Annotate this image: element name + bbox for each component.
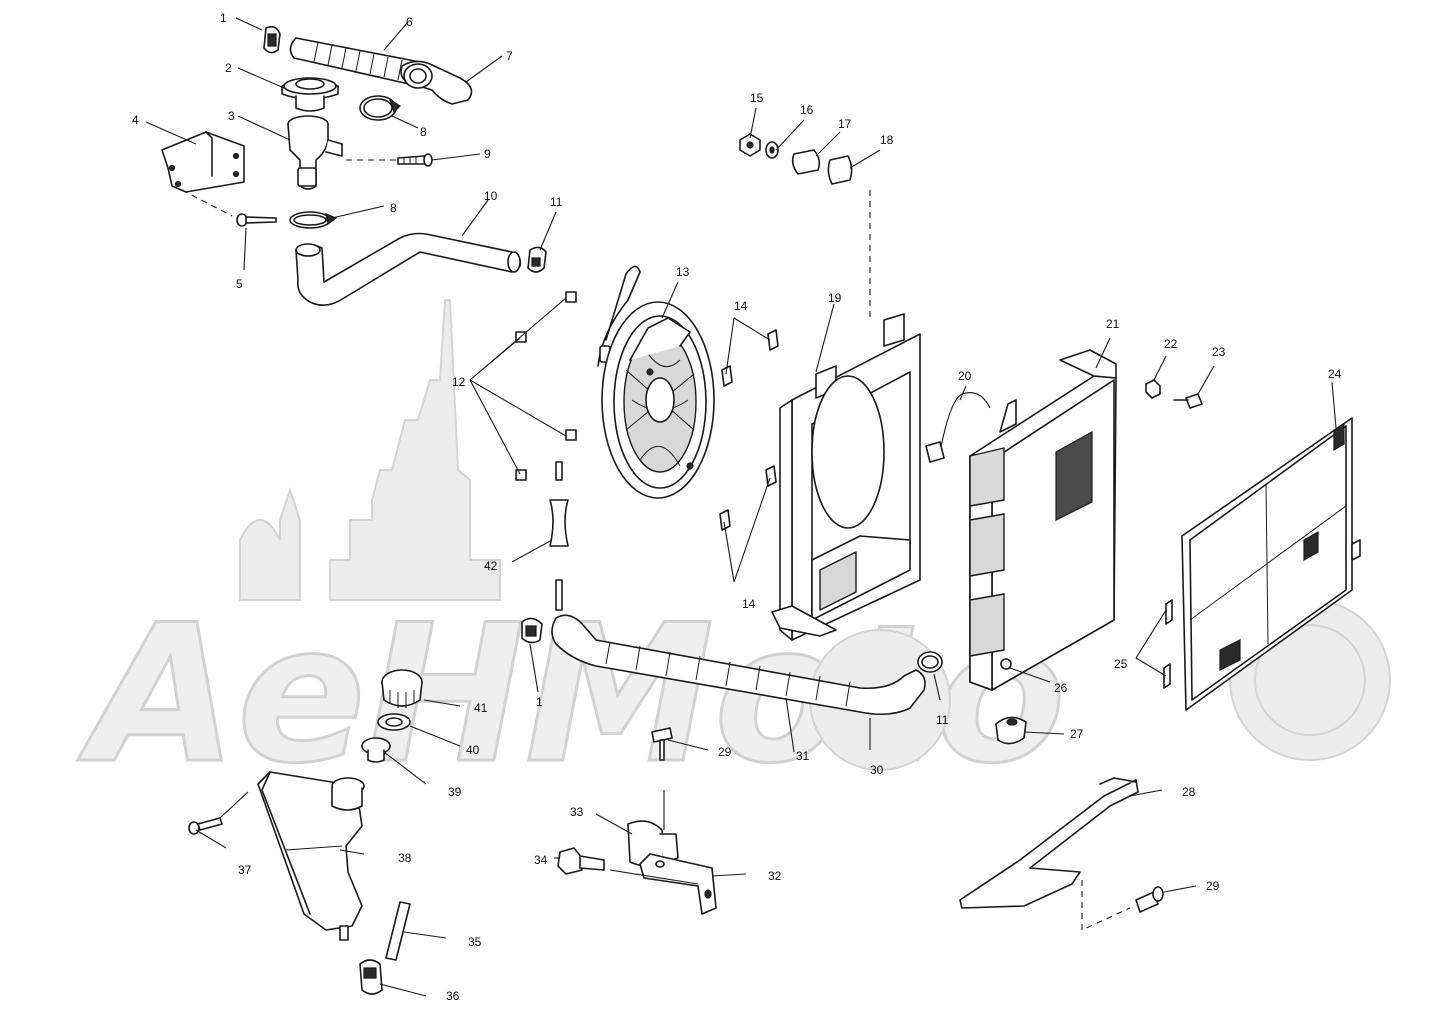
callout-14-lower: 14 <box>742 597 756 611</box>
part-40-washer <box>377 713 411 731</box>
part-21-radiator-core <box>969 349 1117 691</box>
part-2-radiator-cap <box>281 77 339 112</box>
callout-27: 27 <box>1070 727 1084 741</box>
part-27-grommet <box>995 716 1027 745</box>
part-8-hose-clamp-upper <box>359 95 401 121</box>
callout-16: 16 <box>800 103 814 117</box>
callout-6: 6 <box>406 15 413 29</box>
callout-28: 28 <box>1182 785 1196 799</box>
callout-35: 35 <box>468 935 482 949</box>
part-1-clamp-top <box>263 26 281 54</box>
callout-29-upper: 29 <box>718 745 732 759</box>
callout-26: 26 <box>1054 681 1068 695</box>
callout-32: 32 <box>768 869 782 883</box>
part-31-lower-radiator-hose <box>551 614 926 716</box>
callout-11-lower: 11 <box>936 713 949 727</box>
callout-11-upper: 11 <box>550 195 563 209</box>
callout-23: 23 <box>1212 345 1226 359</box>
callout-19: 19 <box>828 291 842 305</box>
callout-18: 18 <box>880 133 894 147</box>
callout-5: 5 <box>236 277 243 291</box>
part-1-clamp-lower <box>521 617 543 644</box>
callout-42: 42 <box>484 559 498 573</box>
part-4-mounting-bracket <box>161 131 245 193</box>
part-29-screw-lower <box>1081 880 1164 931</box>
callout-39: 39 <box>448 785 462 799</box>
part-18-spacer <box>827 155 853 185</box>
callout-15: 15 <box>750 91 764 105</box>
callout-1-lower: 1 <box>536 695 543 709</box>
part-11-clamp-lower <box>917 651 943 673</box>
callout-4: 4 <box>132 113 139 127</box>
part-23-bolt <box>1173 393 1203 409</box>
callout-12: 12 <box>452 375 466 389</box>
part-7-elbow-hose <box>400 60 473 105</box>
part-14-clips <box>719 329 779 531</box>
callout-31: 31 <box>796 749 810 763</box>
callout-2: 2 <box>225 61 232 75</box>
callout-22: 22 <box>1164 337 1178 351</box>
callout-36: 36 <box>446 989 460 1003</box>
part-42-bleed-valve <box>549 461 569 611</box>
callout-38: 38 <box>398 851 412 865</box>
part-17-grommet <box>791 149 821 175</box>
callout-14-upper: 14 <box>734 299 748 313</box>
callout-41: 41 <box>474 701 488 715</box>
part-16-washer <box>765 141 779 159</box>
part-8-hose-clamp-lower <box>289 211 338 229</box>
part-39-gasket <box>361 737 391 763</box>
leader-lines <box>145 17 1337 997</box>
part-13-cooling-fan <box>597 265 715 499</box>
callout-33: 33 <box>570 805 584 819</box>
callout-24: 24 <box>1328 367 1342 381</box>
callout-1: 1 <box>220 11 227 25</box>
part-3-filler-neck <box>287 115 343 190</box>
part-12-screws <box>515 291 577 481</box>
callout-9: 9 <box>484 147 491 161</box>
callout-numbers: 1 2 3 4 5 6 7 8 8 9 10 11 11 12 13 14 14… <box>132 11 1342 1003</box>
part-20-temperature-sensor <box>925 392 991 463</box>
part-24-radiator-screen <box>1181 417 1361 711</box>
part-41-reservoir-cap <box>381 669 423 708</box>
callout-20: 20 <box>958 369 972 383</box>
callout-17: 17 <box>838 117 852 131</box>
callout-34: 34 <box>534 853 548 867</box>
callout-10: 10 <box>484 189 498 203</box>
part-29-screw-upper <box>651 727 673 761</box>
part-22-nut <box>1145 379 1161 399</box>
part-32-mounting-bracket <box>639 853 717 915</box>
watermark-dome-icon <box>239 486 301 601</box>
part-34-bolt <box>557 847 605 875</box>
part-28-lower-bracket <box>959 777 1139 909</box>
callout-8-upper: 8 <box>420 125 427 139</box>
part-19-fan-shroud <box>771 313 921 641</box>
part-35-overflow-hose <box>385 901 411 961</box>
callout-13: 13 <box>676 265 690 279</box>
callout-37: 37 <box>238 863 252 877</box>
callout-30: 30 <box>870 763 884 777</box>
part-26-drain-plug <box>1000 658 1012 670</box>
part-10-radiator-hose <box>295 232 522 306</box>
part-36-hose-clamp <box>359 959 383 995</box>
part-38-coolant-reservoir <box>257 771 365 941</box>
part-11-clamp-upper <box>527 246 547 273</box>
callout-29-lower: 29 <box>1206 879 1220 893</box>
part-25-pins <box>1163 599 1173 689</box>
callout-3: 3 <box>228 109 235 123</box>
part-5-bolt <box>181 189 277 227</box>
part-9-screw <box>346 153 433 167</box>
callout-8-lower: 8 <box>390 201 397 215</box>
callout-25: 25 <box>1114 657 1128 671</box>
watermark-spire-icon <box>329 299 501 601</box>
callout-21: 21 <box>1106 317 1120 331</box>
callout-40: 40 <box>466 743 480 757</box>
part-37-screw <box>188 817 223 835</box>
callout-7: 7 <box>506 49 513 63</box>
part-15-nut <box>739 133 761 157</box>
